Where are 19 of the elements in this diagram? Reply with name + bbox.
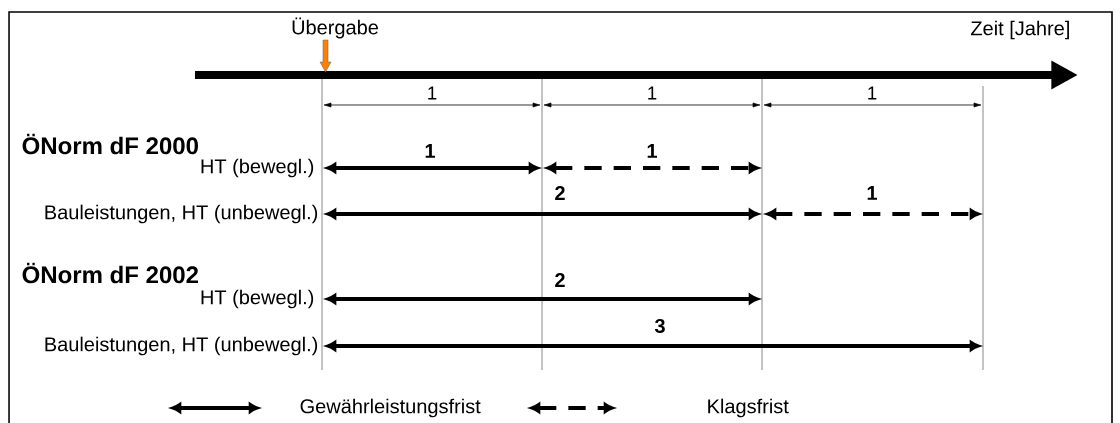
row-label: HT (bewegl.) [201, 158, 314, 178]
duration-label: 2 [555, 273, 565, 287]
duration-label: 1 [647, 144, 657, 158]
duration-label: 3 [654, 318, 665, 334]
dimension-label: 1 [428, 86, 437, 100]
row-label: HT (bewegl.) [201, 289, 314, 309]
group-heading: ÖNorm dF 2000 [22, 133, 198, 155]
duration-label: 2 [555, 186, 565, 200]
row-label: Bauleistungen, HT (unbewegl.) [45, 204, 318, 224]
dimension-label: 1 [868, 86, 877, 100]
duration-label: 1 [425, 144, 435, 158]
axis-label: Zeit [Jahre] [971, 20, 1069, 40]
legend-label: Klagsfrist [708, 398, 789, 418]
dimension-label: 1 [648, 86, 657, 100]
group-heading: ÖNorm dF 2002 [22, 262, 198, 284]
duration-label: 1 [867, 186, 877, 200]
row-label: Bauleistungen, HT (unbewegl.) [45, 336, 318, 356]
event-label: Übergabe [292, 17, 378, 39]
legend-label: Gewährleistungsfrist [300, 398, 481, 418]
